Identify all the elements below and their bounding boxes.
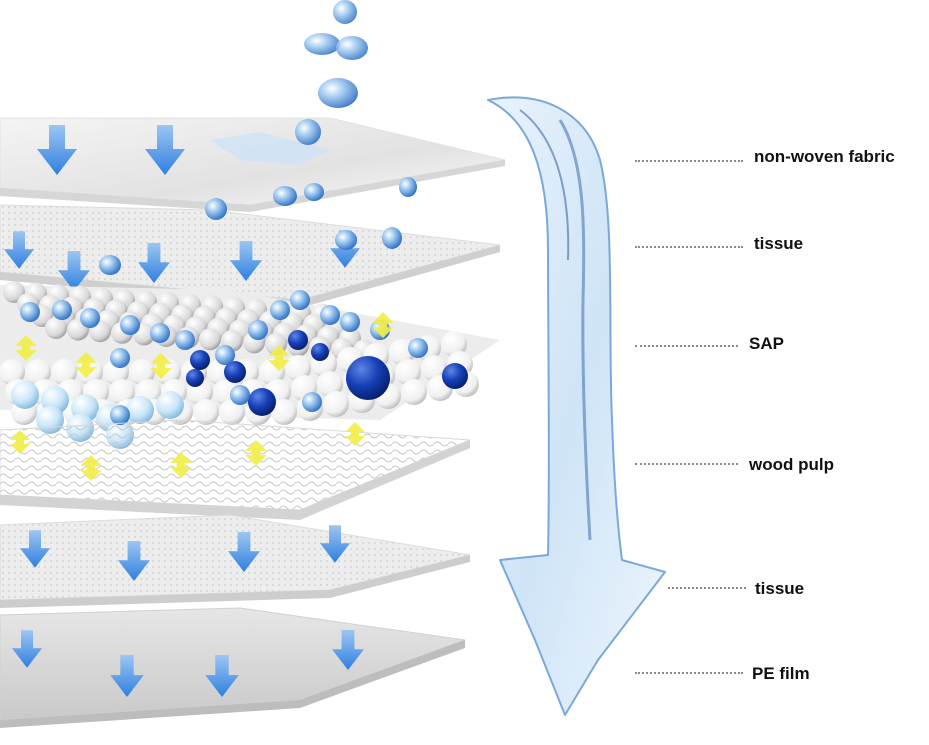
core-bead [25, 359, 51, 385]
label-nonwoven-fabric: non-woven fabric [754, 147, 895, 166]
water-droplet-icon [320, 305, 340, 325]
core-bead [51, 359, 77, 385]
sap-bead [190, 350, 210, 370]
core-bead [219, 399, 245, 425]
core-bead [0, 359, 25, 385]
water-droplet-icon [340, 312, 360, 332]
water-droplet-icon [230, 385, 250, 405]
water-droplet-icon [175, 330, 195, 350]
core-bead [401, 379, 427, 405]
sap-bead [186, 369, 204, 387]
nonwoven-sheet [0, 117, 506, 212]
water-droplet-icon [302, 392, 322, 412]
leader-line-wood-pulp [635, 463, 738, 465]
sap-bead [311, 343, 329, 361]
tissue-bottom-sheet [0, 514, 471, 608]
leader-line-pe-film [635, 672, 743, 674]
water-droplet-icon [290, 290, 310, 310]
water-droplet-icon [99, 0, 417, 275]
wood-pulp-sheet [0, 419, 471, 520]
core-bead [129, 359, 155, 385]
label-tissue-top: tissue [754, 234, 804, 253]
water-droplet-icon [408, 338, 428, 358]
leader-line-nonwoven [635, 160, 743, 162]
pe-film-sheet [0, 607, 466, 728]
water-droplet-icon [150, 323, 170, 343]
core-bead [109, 379, 135, 405]
core-bead [193, 399, 219, 425]
sap-bead [442, 363, 468, 389]
core-bead [317, 371, 343, 397]
core-bead [323, 391, 349, 417]
sap-bead-swollen [126, 396, 154, 424]
leader-line-tissue-top [635, 246, 743, 248]
core-bead [199, 328, 221, 351]
sap-bead [224, 361, 246, 383]
absorbent-core [0, 281, 500, 449]
sap-bead [288, 330, 308, 350]
core-bead [45, 317, 67, 339]
water-droplet-icon [120, 315, 140, 335]
core-bead [441, 331, 467, 357]
water-droplet-icon [270, 300, 290, 320]
sap-bead [346, 356, 390, 400]
sap-bead [248, 388, 276, 416]
leader-line-sap [635, 345, 738, 347]
water-droplet-icon [215, 345, 235, 365]
sap-bead-swollen [11, 381, 39, 409]
core-bead [271, 399, 297, 425]
label-pe-film: PE film [752, 664, 810, 683]
core-bead [395, 359, 421, 385]
water-droplet-icon [20, 302, 40, 322]
sap-bead-swollen [156, 391, 184, 419]
water-droplet-icon [110, 405, 130, 425]
leader-line-tissue-bottom [668, 587, 746, 589]
label-tissue-bottom: tissue [755, 579, 805, 598]
flow-arrow-icon [487, 96, 666, 716]
core-bead [421, 355, 447, 381]
core-bead [285, 355, 311, 381]
label-wood-pulp: wood pulp [749, 455, 834, 474]
water-droplet-icon [110, 348, 130, 368]
water-droplet-icon [248, 320, 268, 340]
label-sap: SAP [749, 334, 784, 353]
water-droplet-icon [52, 300, 72, 320]
water-droplet-icon [80, 308, 100, 328]
